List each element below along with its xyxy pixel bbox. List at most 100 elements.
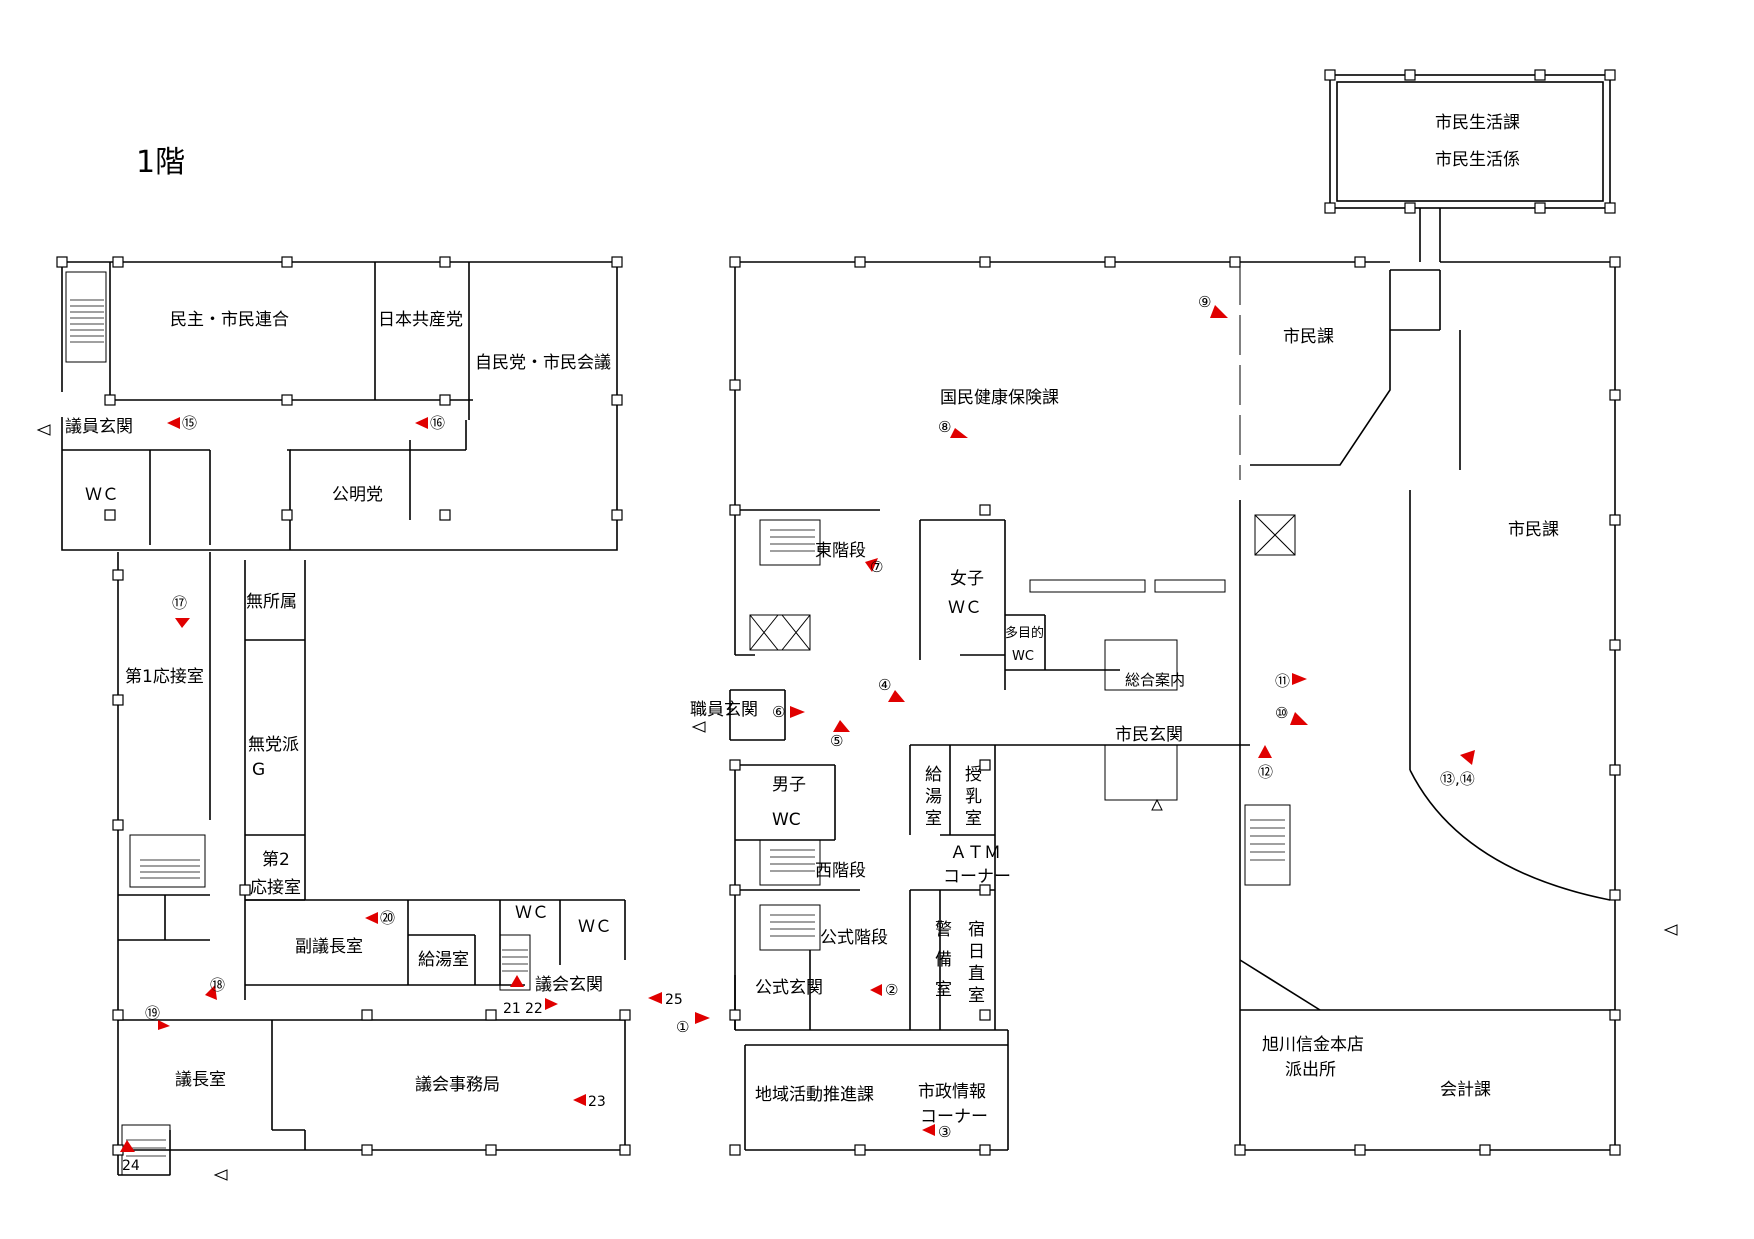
svg-text:⑥: ⑥ xyxy=(772,703,785,721)
room-kyosan: 日本共産党 xyxy=(378,310,463,330)
left-building xyxy=(56,256,631,1176)
svg-text:⑲: ⑲ xyxy=(145,1004,160,1022)
room-sogo-annai: 総合案内 xyxy=(1125,671,1185,689)
room-danshi-wc-1: 男子 xyxy=(772,775,806,795)
room-shimin-ka-b: 市民課 xyxy=(1508,520,1559,540)
room-gikai-jimukyoku: 議会事務局 xyxy=(415,1075,500,1095)
room-gikai-genkan: 議会玄関 xyxy=(535,975,603,995)
room-mutoha-2: G xyxy=(252,760,265,780)
room-mushozoku: 無所属 xyxy=(246,592,297,612)
svg-text:⑨: ⑨ xyxy=(1198,293,1211,311)
room-mutoha-1: 無党派 xyxy=(248,735,299,755)
marker-3: ③ xyxy=(922,1123,951,1141)
room-oosetsu2-1: 第2 xyxy=(262,850,290,870)
room-shisei-joho-2: コーナー xyxy=(920,1107,988,1127)
entrance-arrows xyxy=(36,424,1678,1181)
marker-25: 25 xyxy=(648,992,683,1008)
floor-title: 1階 xyxy=(136,145,185,180)
room-wc-a: ＷＣ xyxy=(85,485,119,505)
room-keibi: 警備室 xyxy=(935,920,952,1000)
marker-13-14: ⑬,⑭ xyxy=(1440,750,1475,788)
room-chiiki-katsudo: 地域活動推進課 xyxy=(755,1085,874,1105)
svg-text:⑦: ⑦ xyxy=(870,558,883,576)
marker-18: ⑱ xyxy=(205,976,225,1000)
room-kyuto-b: 給湯室 xyxy=(925,765,942,829)
marker-1: ① xyxy=(676,1012,710,1036)
room-shimin-ka-a: 市民課 xyxy=(1283,327,1334,347)
room-koshiki-genkan: 公式玄関 xyxy=(755,978,823,998)
svg-text:④: ④ xyxy=(878,676,891,694)
middle-building xyxy=(729,256,1390,1156)
svg-text:23: 23 xyxy=(588,1094,606,1110)
room-giin-genkan: 議員玄関 xyxy=(65,417,133,437)
room-gicho: 議長室 xyxy=(175,1070,226,1090)
room-atm-1: ＡＴＭ xyxy=(950,843,1001,863)
svg-text:⑩: ⑩ xyxy=(1275,704,1288,722)
room-asahikawa-shinkin-1: 旭川信金本店 xyxy=(1262,1035,1364,1055)
marker-7: ⑦ xyxy=(865,558,883,576)
room-atm-2: コーナー xyxy=(943,867,1011,887)
marker-16: ⑯ xyxy=(415,414,445,432)
room-kokumin-kenko: 国民健康保険課 xyxy=(940,388,1059,408)
marker-10: ⑩ xyxy=(1275,704,1308,725)
svg-text:②: ② xyxy=(885,981,898,999)
svg-text:⑫: ⑫ xyxy=(1258,763,1273,781)
marker-2: ② xyxy=(870,981,898,999)
room-higashi-kaidan: 東階段 xyxy=(815,541,866,561)
marker-22: 22 xyxy=(525,998,558,1017)
svg-text:③: ③ xyxy=(938,1123,951,1141)
svg-text:⑧: ⑧ xyxy=(938,418,951,436)
marker-8: ⑧ xyxy=(938,418,968,438)
svg-text:⑬,⑭: ⑬,⑭ xyxy=(1440,770,1475,788)
svg-text:⑪: ⑪ xyxy=(1275,672,1290,690)
room-koshiki-kaidan: 公式階段 xyxy=(820,928,888,948)
room-shukujitchoku: 宿日直室 xyxy=(968,920,985,1006)
room-tamokuteki-1: 多目的 xyxy=(1005,625,1044,641)
marker-4: ④ xyxy=(878,676,905,702)
svg-text:22: 22 xyxy=(525,1001,543,1017)
room-shimin-genkan: 市民玄関 xyxy=(1115,725,1183,745)
room-danshi-wc-2: WC xyxy=(772,810,801,830)
marker-5: ⑤ xyxy=(830,720,850,750)
room-fukugicho: 副議長室 xyxy=(295,937,363,957)
room-wc-c: ＷＣ xyxy=(578,917,612,937)
room-joshi-wc-1: 女子 xyxy=(950,569,984,589)
room-komei: 公明党 xyxy=(332,485,383,505)
marker-23: 23 xyxy=(573,1094,606,1110)
marker-20: ⑳ xyxy=(365,909,395,927)
room-minshu: 民主・市民連合 xyxy=(170,310,289,330)
marker-24: 24 xyxy=(120,1140,140,1174)
columns-left xyxy=(56,256,631,1156)
svg-text:⑰: ⑰ xyxy=(172,594,187,612)
right-building xyxy=(1234,69,1621,1156)
markers: ① ② ③ ④ ⑤ ⑥ ⑦ ⑧ ⑨ ⑩ ⑪ ⑫ ⑬,⑭ ⑮ ⑯ ⑰ ⑱ ⑲ ⑳ … xyxy=(120,293,1475,1174)
svg-text:⑮: ⑮ xyxy=(182,414,197,432)
svg-text:⑳: ⑳ xyxy=(380,909,395,927)
marker-6: ⑥ xyxy=(772,703,805,721)
svg-text:25: 25 xyxy=(665,992,683,1008)
svg-text:⑤: ⑤ xyxy=(830,732,843,750)
marker-21: 21 xyxy=(503,975,524,1017)
room-asahikawa-shinkin-2: 派出所 xyxy=(1285,1060,1336,1080)
room-kaikei-ka: 会計課 xyxy=(1440,1080,1491,1100)
room-shokuin-genkan: 職員玄関 xyxy=(690,700,758,720)
room-shimin-seikatsu-ka: 市民生活課 xyxy=(1435,113,1520,133)
room-junyu: 授乳室 xyxy=(965,765,982,829)
marker-11: ⑪ xyxy=(1275,672,1307,690)
room-labels: 民主・市民連合 日本共産党 自民党・市民会議 議員玄関 ＷＣ 公明党 第1応接室… xyxy=(65,113,1559,1127)
room-tamokuteki-2: WC xyxy=(1012,649,1034,664)
room-wc-b: ＷＣ xyxy=(515,903,549,923)
room-joshi-wc-2: ＷＣ xyxy=(948,598,982,618)
marker-9: ⑨ xyxy=(1198,293,1228,318)
marker-19: ⑲ xyxy=(145,1004,170,1030)
svg-text:24: 24 xyxy=(122,1158,140,1174)
room-shisei-joho-1: 市政情報 xyxy=(918,1082,986,1102)
room-nishi-kaidan: 西階段 xyxy=(815,861,866,881)
svg-text:⑯: ⑯ xyxy=(430,414,445,432)
marker-15: ⑮ xyxy=(167,414,197,432)
room-shimin-seikatsu-kakari: 市民生活係 xyxy=(1435,150,1520,170)
marker-17: ⑰ xyxy=(172,594,190,628)
room-oosetsu1: 第1応接室 xyxy=(125,667,204,687)
room-jimin: 自民党・市民会議 xyxy=(475,353,611,373)
